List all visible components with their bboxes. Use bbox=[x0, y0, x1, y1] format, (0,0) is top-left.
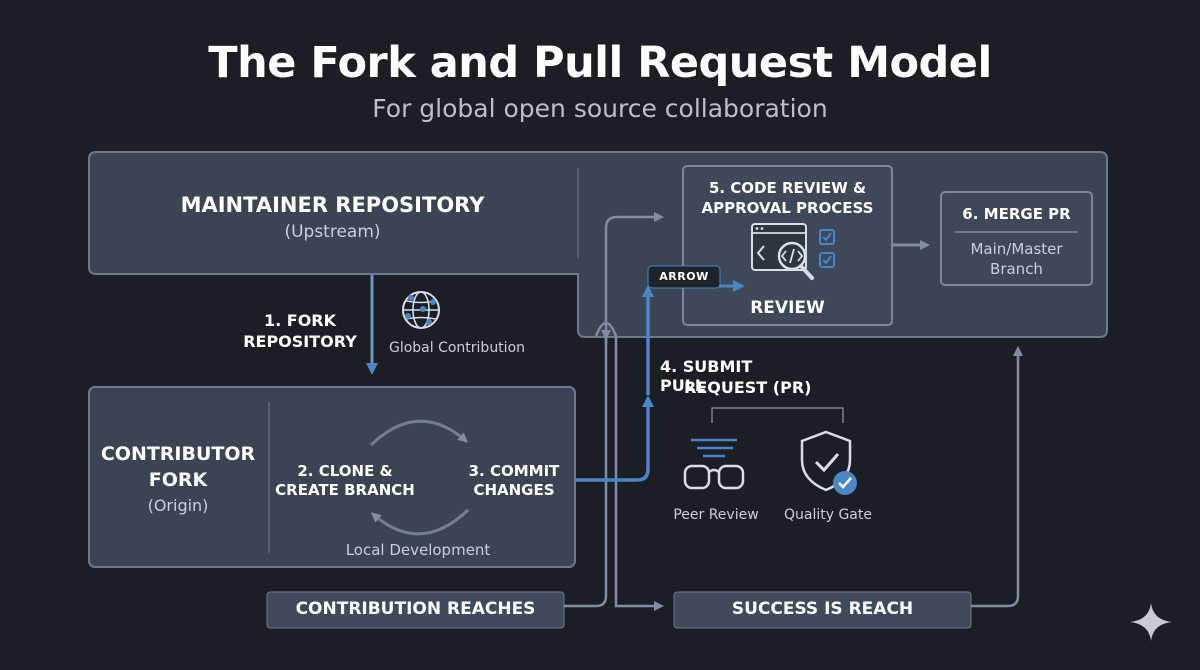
checklist-icon bbox=[819, 229, 835, 268]
page-subtitle: For global open source collaboration bbox=[372, 94, 828, 123]
maintainer-subtitle: (Upstream) bbox=[284, 222, 381, 242]
review-label: REVIEW bbox=[750, 298, 825, 318]
arrow-tag-pill bbox=[647, 265, 721, 289]
submit-step-line2: REQUEST (PR) bbox=[684, 378, 812, 397]
shield-check-icon bbox=[800, 430, 857, 495]
contributor-title-line2: FORK bbox=[148, 469, 208, 491]
commit-step-line1: 3. COMMIT bbox=[468, 462, 560, 480]
review-title-line2: APPROVAL PROCESS bbox=[701, 199, 874, 217]
success-reach-label: SUCCESS IS REACH bbox=[731, 599, 914, 619]
merge-target-line1: Main/Master bbox=[970, 240, 1063, 258]
route-arrow-to-merge bbox=[971, 346, 1023, 608]
clone-step-line1: 2. CLONE & bbox=[297, 462, 393, 480]
code-review-icon bbox=[751, 223, 814, 280]
merge-target-line2: Branch bbox=[990, 260, 1043, 278]
globe-network-icon bbox=[402, 291, 440, 329]
peer-review-label: Peer Review bbox=[673, 507, 759, 523]
route-arrow-to-review bbox=[564, 212, 664, 608]
commit-step-line2: CHANGES bbox=[473, 481, 555, 499]
submit-step-line1: 4. SUBMIT PULL bbox=[660, 357, 753, 395]
arrow-tag-label: ARROW bbox=[659, 270, 709, 283]
submit-pr-arrow bbox=[576, 395, 654, 482]
pr-bracket bbox=[711, 407, 844, 423]
quality-gate-label: Quality Gate bbox=[783, 507, 872, 523]
page-title: The Fork and Pull Request Model bbox=[208, 38, 992, 88]
cycle-arrows-icon bbox=[369, 419, 470, 536]
success-reach-box bbox=[673, 591, 972, 629]
fork-step-line2: REPOSITORY bbox=[243, 332, 357, 351]
glasses-icon bbox=[683, 438, 745, 490]
merge-box bbox=[940, 191, 1093, 286]
contribution-reaches-label: CONTRIBUTION REACHES bbox=[295, 599, 536, 619]
fork-step-line1: 1. FORK bbox=[263, 311, 337, 330]
global-contribution-label: Global Contribution bbox=[388, 340, 526, 356]
sparkle-icon bbox=[1130, 603, 1172, 641]
route-arrow-to-success bbox=[594, 321, 664, 611]
maintainer-title: MAINTAINER REPOSITORY bbox=[180, 193, 485, 217]
clone-step-line2: CREATE BRANCH bbox=[275, 481, 415, 499]
merge-title: 6. MERGE PR bbox=[962, 205, 1071, 223]
contributor-title-line1: CONTRIBUTOR bbox=[100, 443, 256, 465]
local-development-label: Local Development bbox=[345, 541, 491, 559]
contributor-subtitle: (Origin) bbox=[147, 496, 209, 515]
review-title-line1: 5. CODE REVIEW & bbox=[708, 179, 867, 197]
contribution-reaches-box bbox=[266, 591, 565, 629]
